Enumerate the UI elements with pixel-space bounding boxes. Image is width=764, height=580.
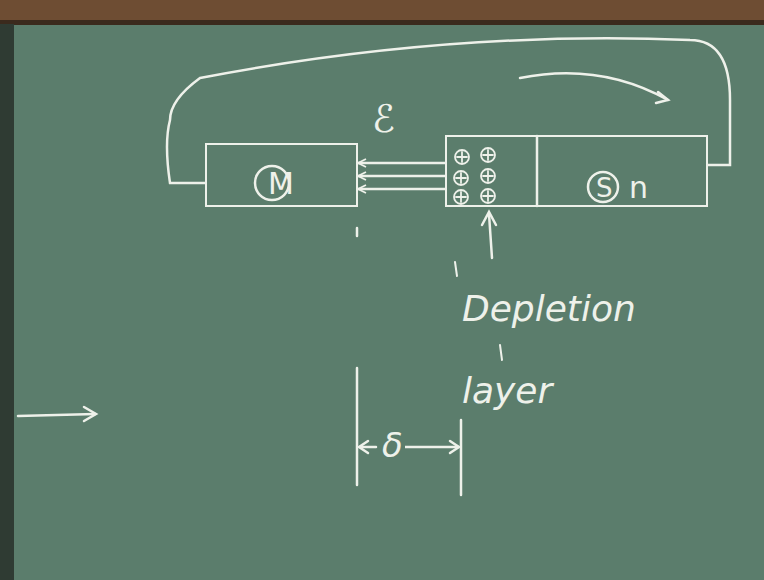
positive-charges bbox=[454, 148, 495, 204]
leader-line bbox=[489, 214, 492, 258]
board-frame-edge bbox=[0, 20, 764, 25]
dimension-arrowhead bbox=[359, 441, 368, 453]
dimension-line bbox=[460, 420, 463, 495]
letter-circle bbox=[588, 172, 618, 202]
circuit-wire bbox=[167, 38, 730, 183]
node-letter: n bbox=[629, 173, 648, 203]
field-symbol: ℰ bbox=[372, 100, 395, 138]
metal-box: M bbox=[205, 143, 358, 207]
dimension-arrowhead bbox=[450, 441, 459, 453]
leader-arrowhead bbox=[482, 212, 496, 225]
dimension-label: δ bbox=[380, 428, 405, 462]
chalk-tick bbox=[356, 228, 359, 236]
node-letter: M bbox=[268, 169, 294, 199]
flow-arrow bbox=[520, 73, 668, 100]
region-divider bbox=[536, 136, 539, 206]
node-letter: S bbox=[596, 175, 613, 201]
field-line bbox=[358, 162, 445, 165]
pointer-arrowhead bbox=[84, 407, 96, 421]
chalk-tick bbox=[455, 262, 457, 276]
dimension-arrow bbox=[404, 446, 458, 449]
semiconductor-box: Sn bbox=[445, 135, 708, 207]
field-line bbox=[358, 188, 445, 191]
board-frame bbox=[0, 0, 764, 24]
region-label: Depletion layer bbox=[462, 268, 652, 432]
board-left-edge bbox=[0, 24, 14, 580]
dimension-line bbox=[356, 368, 359, 485]
pointer-arrow bbox=[18, 414, 95, 416]
field-line bbox=[358, 175, 445, 178]
flow-arrowhead bbox=[656, 92, 668, 103]
chalk-tick bbox=[500, 345, 502, 360]
